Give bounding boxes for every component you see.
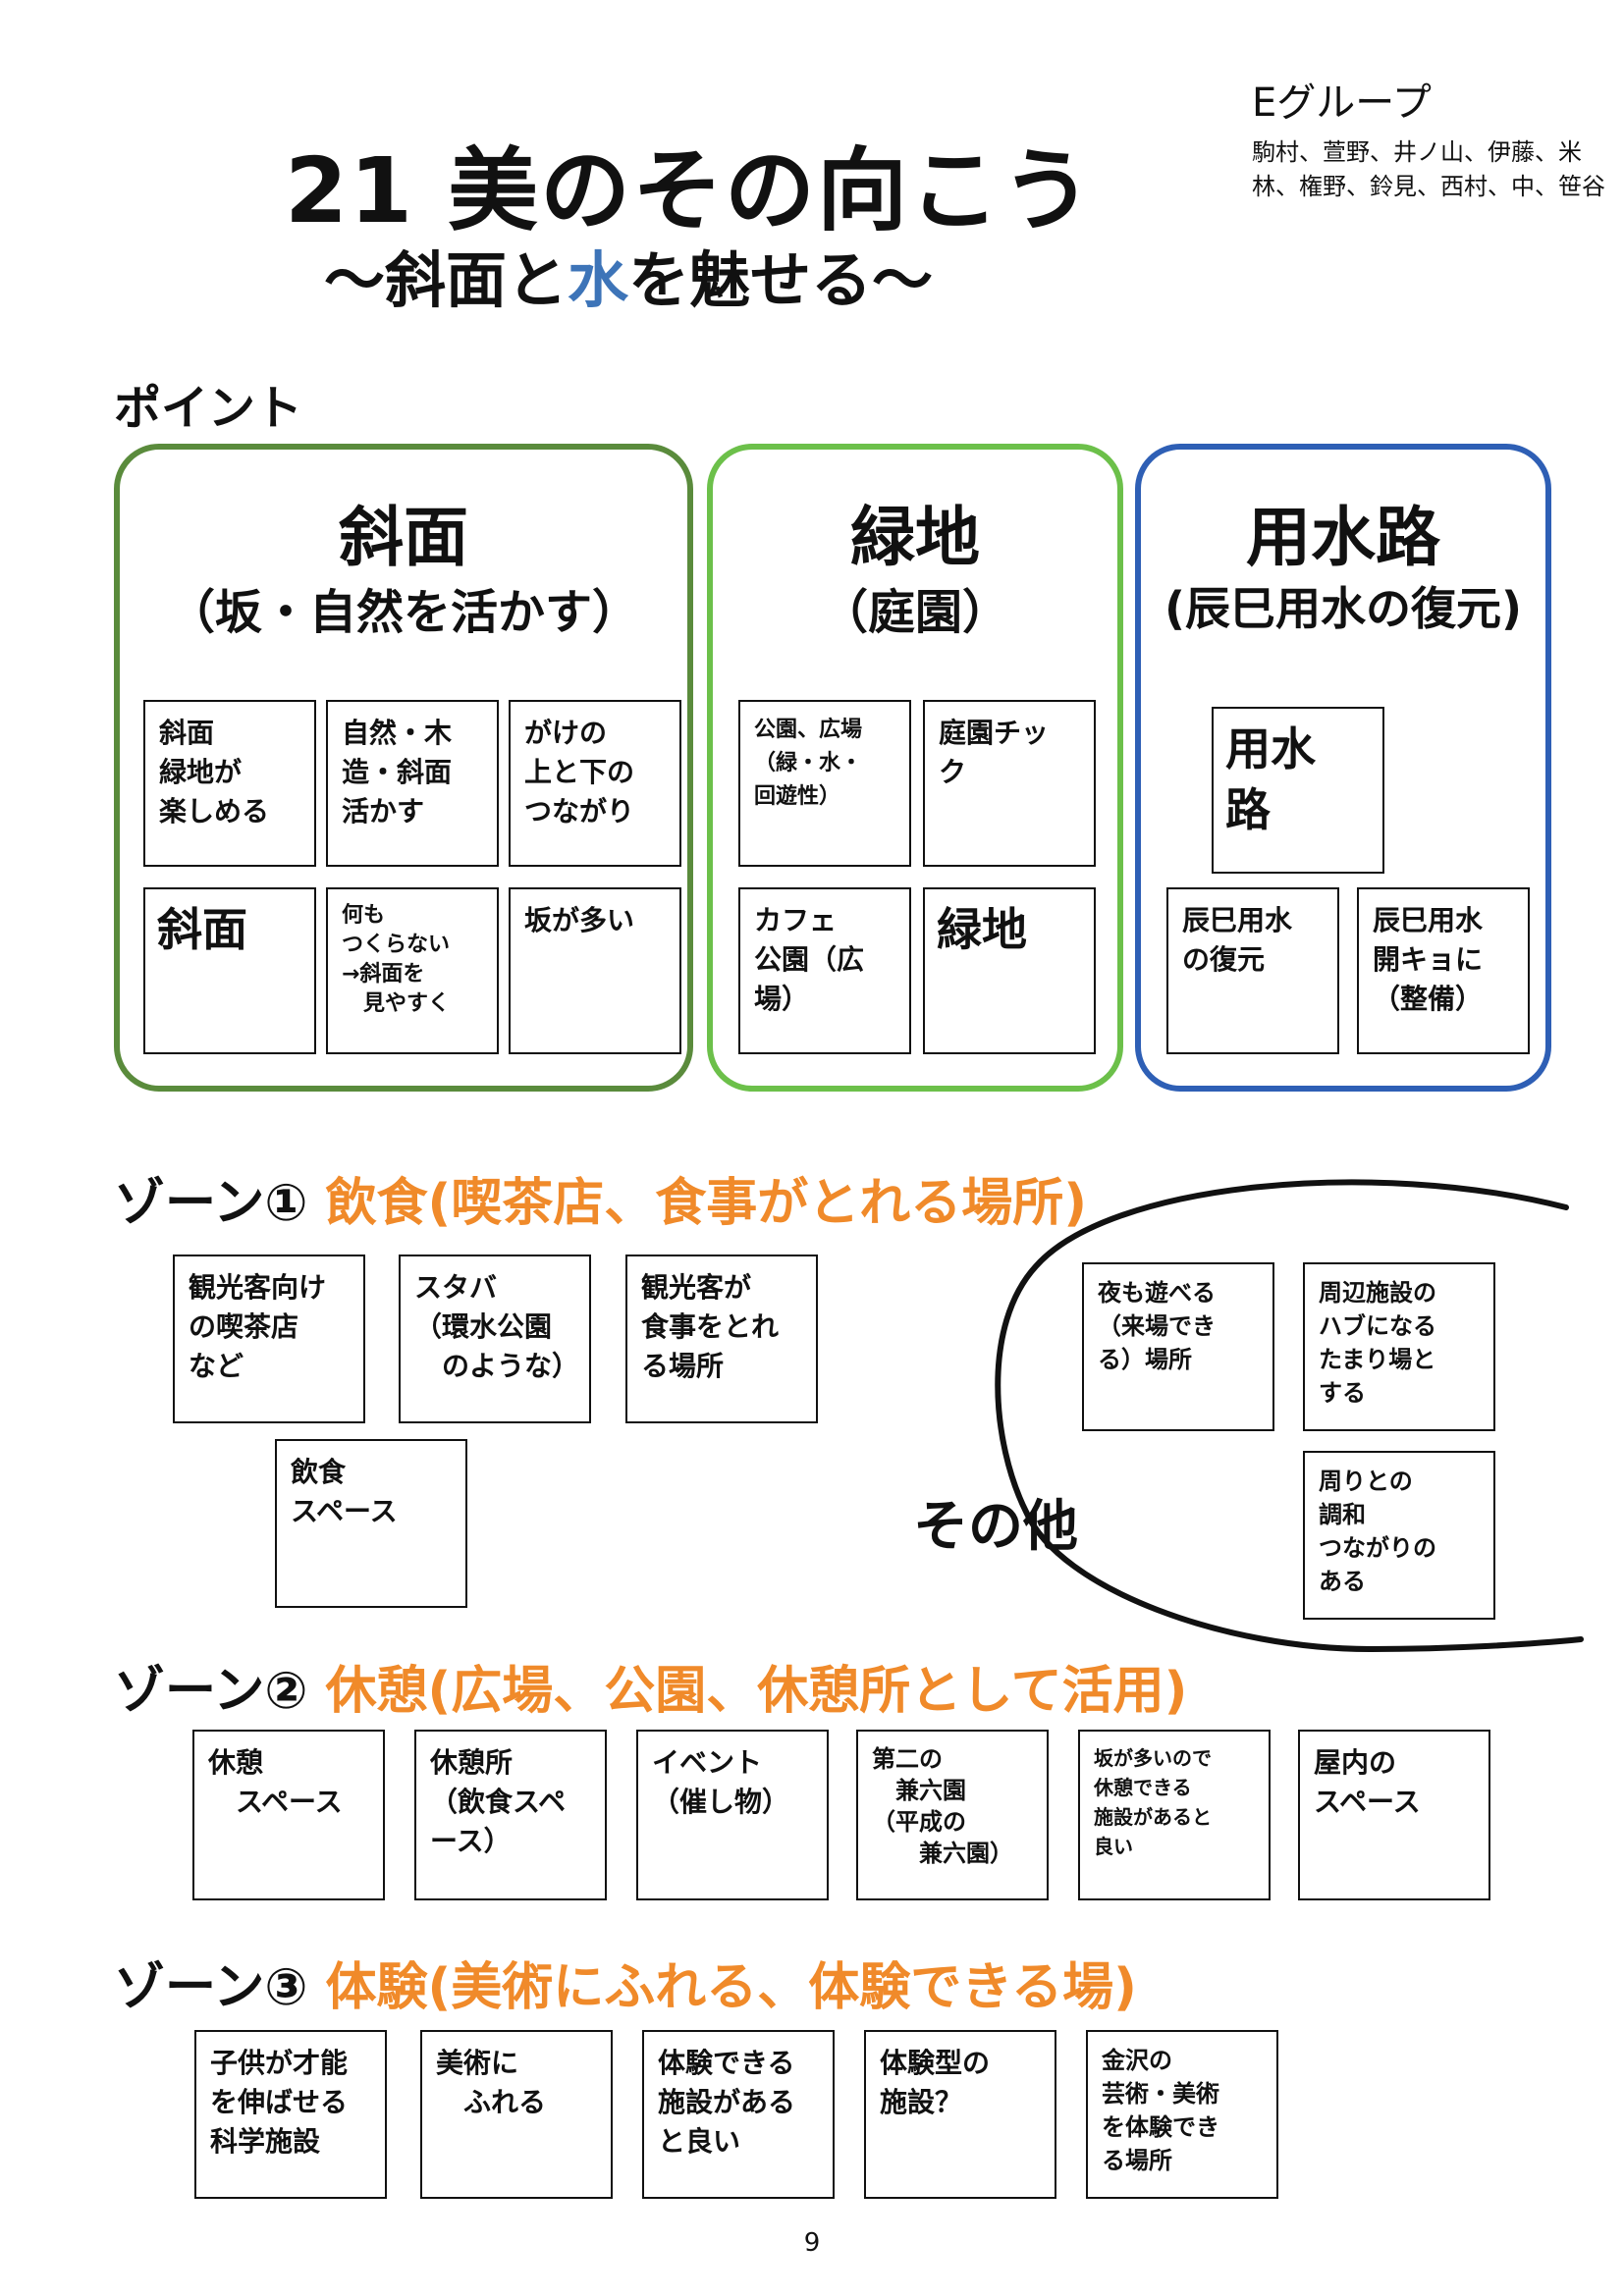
category-slope: 斜面 （坂・自然を活かす） 斜面 緑地が 楽しめる 自然・木 造・斜面 活かす … <box>114 444 693 1092</box>
category-green: 緑地 （庭園） 公園、広場 （緑・水・ 回遊性） 庭園チッ ク カフェ 公園（広… <box>707 444 1123 1092</box>
zone-description: 休憩(広場、公園、休憩所として活用) <box>325 1662 1188 1721</box>
category-water-channel: 用水路 (辰巳用水の復元) 用水 路 辰巳用水 の復元 辰巳用水 開キョに （整… <box>1135 444 1551 1092</box>
sticky-note: 公園、広場 （緑・水・ 回遊性） <box>738 700 911 867</box>
sticky-note: 斜面 緑地が 楽しめる <box>143 700 316 867</box>
category-title: 用水路 <box>1246 500 1440 575</box>
sticky-note: 体験できる 施設がある と良い <box>642 2030 835 2199</box>
category-subtitle: （坂・自然を活かす） <box>167 585 639 640</box>
sticky-note: 美術に ふれる <box>420 2030 613 2199</box>
category-subtitle: (辰巳用水の復元) <box>1164 582 1523 635</box>
group-label: Eグループ <box>1252 80 1432 126</box>
sticky-note: 周辺施設の ハブになる たまり場と する <box>1303 1262 1495 1431</box>
sticky-note: 金沢の 芸術・美術 を体験でき る場所 <box>1086 2030 1278 2199</box>
sticky-note: 周りとの 調和 つながりの ある <box>1303 1451 1495 1620</box>
sticky-note: 用水 路 <box>1212 707 1384 874</box>
sticky-note: 休憩所 （飲食スペ ース） <box>414 1730 607 1900</box>
sticky-note: 坂が多い <box>509 887 681 1054</box>
sticky-note: イベント （催し物） <box>636 1730 829 1900</box>
sticky-note: 自然・木 造・斜面 活かす <box>326 700 499 867</box>
sticky-note: 辰巳用水 の復元 <box>1166 887 1339 1054</box>
sticky-note: がけの 上と下の つながり <box>509 700 681 867</box>
sticky-note: 飲食 スペース <box>275 1439 467 1608</box>
sticky-note: 第二の 兼六園 （平成の 兼六園） <box>856 1730 1049 1900</box>
sticky-note: 何も つくらない →斜面を 見やすく <box>326 887 499 1054</box>
sticky-note: スタバ （環水公園 のような） <box>399 1255 591 1423</box>
sticky-note: 体験型の 施設？ <box>864 2030 1056 2199</box>
zone-heading: ゾーン② 休憩(広場、公園、休憩所として活用) <box>114 1649 1187 1723</box>
sticky-note: 庭園チッ ク <box>923 700 1096 867</box>
zone-description: 飲食(喫茶店、食事がとれる場所) <box>325 1174 1087 1233</box>
category-title: 緑地 <box>850 500 980 575</box>
category-title: 斜面 <box>339 500 468 575</box>
zone-label: ゾーン② <box>114 1662 308 1721</box>
sticky-note: 斜面 <box>143 887 316 1054</box>
sticky-note: 休憩 スペース <box>192 1730 385 1900</box>
sticky-note: 緑地 <box>923 887 1096 1054</box>
sticky-note: 観光客向け の喫茶店 など <box>173 1255 365 1423</box>
sticky-note: 坂が多いので 休憩できる 施設があると 良い <box>1078 1730 1271 1900</box>
subtitle-part: を魅せる〜 <box>628 244 934 316</box>
sticky-note: 夜も遊べる （来場でき る）場所 <box>1082 1262 1274 1431</box>
sticky-note: 子供が才能 を伸ばせる 科学施設 <box>194 2030 387 2199</box>
page-title: 21 美のその向こう <box>285 138 1095 243</box>
other-label: その他 <box>913 1495 1078 1559</box>
zone-label: ゾーン③ <box>114 1958 308 2017</box>
sticky-note: カフェ 公園（広 場） <box>738 887 911 1054</box>
zone-label: ゾーン① <box>114 1174 308 1233</box>
page-number: 9 <box>803 2228 821 2258</box>
page-subtitle: 〜斜面と水を魅せる〜 <box>324 231 933 319</box>
sticky-note: 辰巳用水 開キョに （整備） <box>1357 887 1530 1054</box>
zone-description: 体験(美術にふれる、体験できる場) <box>325 1958 1137 2017</box>
category-subtitle: （庭園） <box>820 585 1009 640</box>
sticky-note: 屋内の スペース <box>1298 1730 1490 1900</box>
zone-heading: ゾーン③ 体験(美術にふれる、体験できる場) <box>114 1946 1137 2019</box>
zone-heading: ゾーン① 飲食(喫茶店、食事がとれる場所) <box>114 1161 1087 1235</box>
sticky-note: 観光客が 食事をとれ る場所 <box>625 1255 818 1423</box>
point-heading: ポイント <box>114 381 303 436</box>
group-members: 駒村、萱野、井ノ山、伊藤、米林、権野、鈴見、西村、中、笹谷 <box>1252 138 1605 200</box>
subtitle-highlight: 水 <box>568 244 629 316</box>
subtitle-part: 〜斜面と <box>324 244 568 316</box>
